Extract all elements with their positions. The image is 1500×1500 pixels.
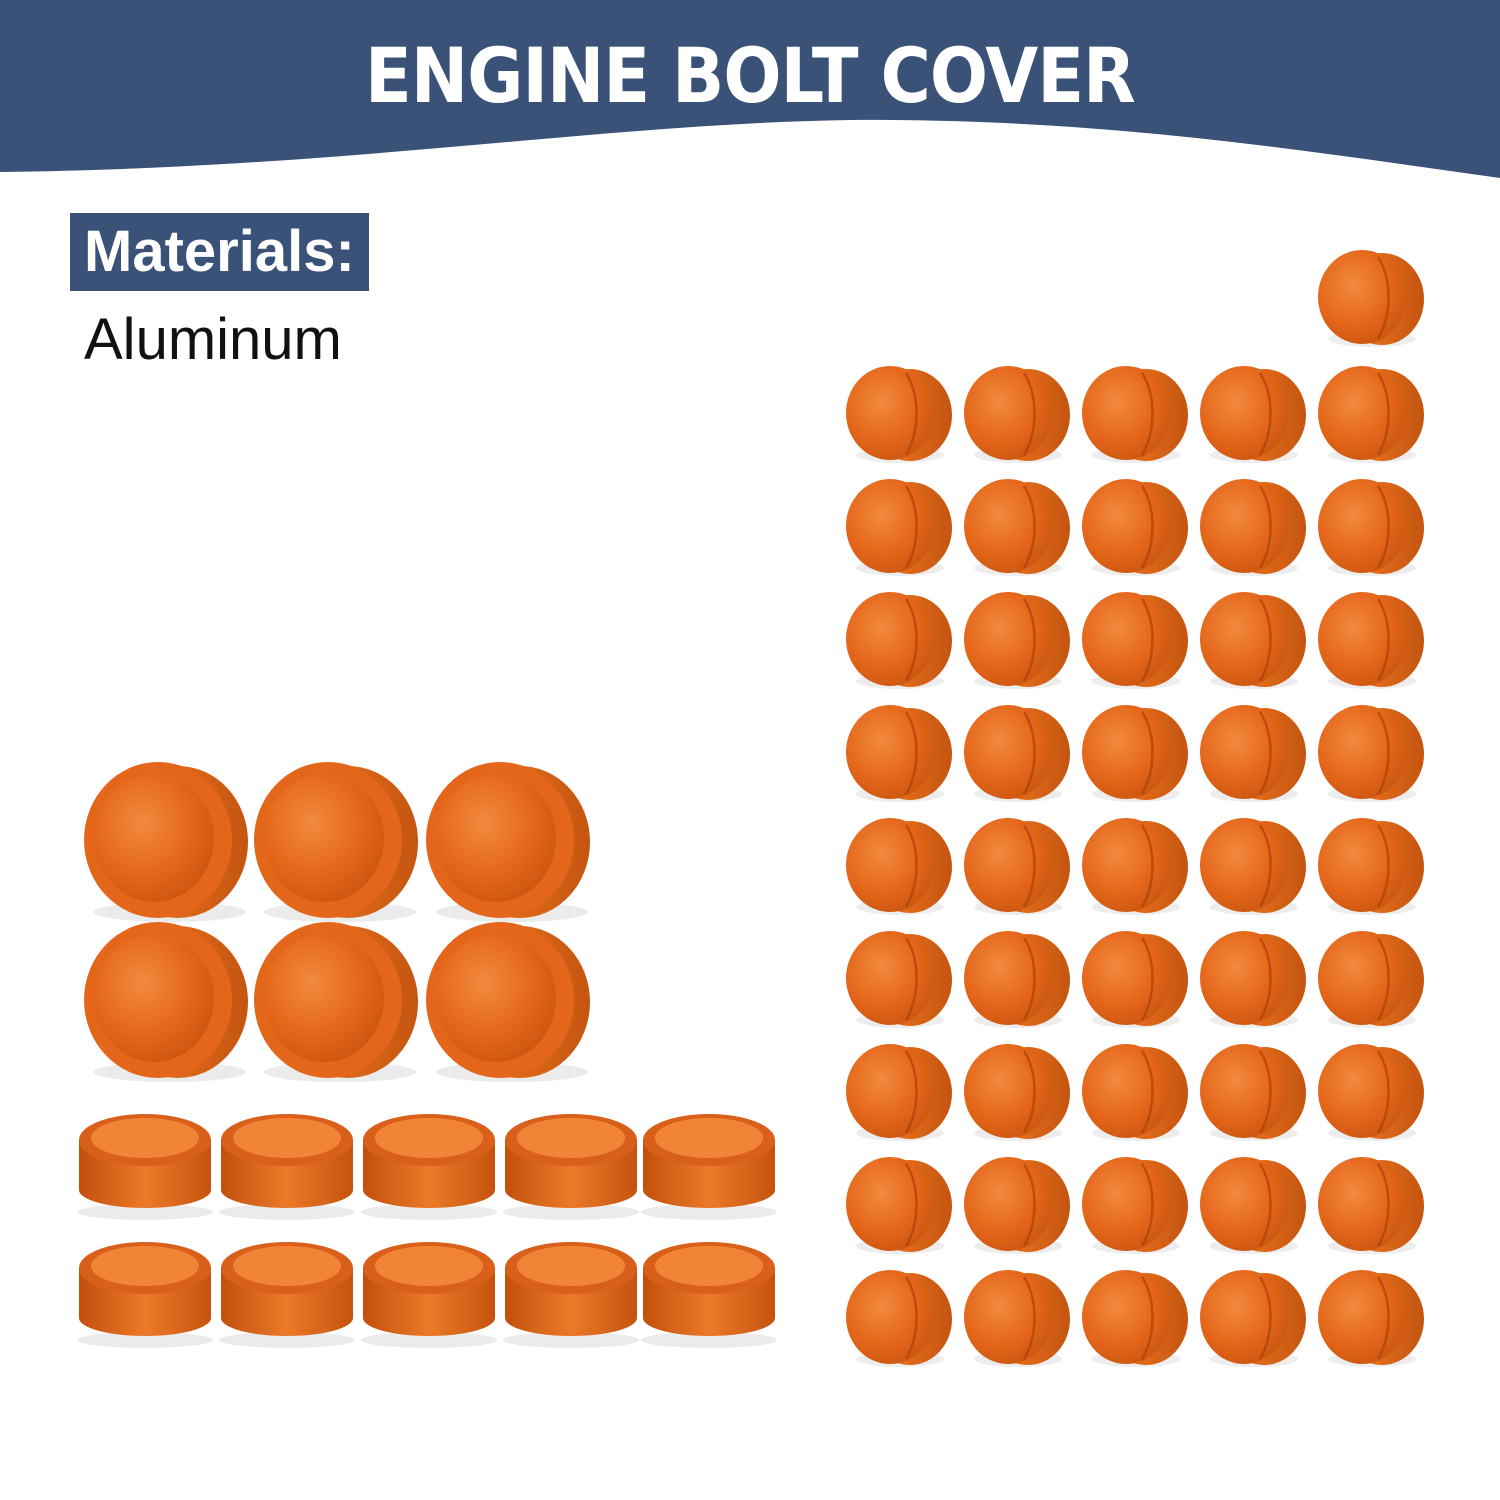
flat-cap-9 bbox=[503, 1242, 639, 1348]
small-cap-37 bbox=[846, 1157, 952, 1254]
flat-cap-6 bbox=[77, 1242, 213, 1348]
small-cap-13 bbox=[964, 592, 1070, 689]
small-cap-46 bbox=[1318, 1270, 1424, 1367]
small-cap-44 bbox=[1082, 1270, 1188, 1367]
large-cap-4 bbox=[84, 922, 248, 1082]
flat-cap-1 bbox=[77, 1114, 213, 1220]
small-cap-18 bbox=[964, 705, 1070, 802]
small-cap-11 bbox=[1318, 479, 1424, 576]
small-cap-14 bbox=[1082, 592, 1188, 689]
small-cap-41 bbox=[1318, 1157, 1424, 1254]
small-cap-29 bbox=[1082, 931, 1188, 1028]
flat-cap-8 bbox=[361, 1242, 497, 1348]
page-title: ENGINE BOLT COVER bbox=[365, 31, 1136, 120]
flat-cap-5 bbox=[641, 1114, 777, 1220]
flat-cap-2 bbox=[219, 1114, 355, 1220]
small-cap-34 bbox=[1082, 1044, 1188, 1141]
small-cap-35 bbox=[1200, 1044, 1306, 1141]
small-cap-31 bbox=[1318, 931, 1424, 1028]
header-banner bbox=[0, 0, 1500, 178]
small-cap-33 bbox=[964, 1044, 1070, 1141]
small-cap-6 bbox=[1318, 366, 1424, 463]
small-cap-21 bbox=[1318, 705, 1424, 802]
small-cap-19 bbox=[1082, 705, 1188, 802]
small-cap-7 bbox=[846, 479, 952, 576]
small-cap-2 bbox=[846, 366, 952, 463]
small-cap-9 bbox=[1082, 479, 1188, 576]
large-cap-6 bbox=[426, 922, 590, 1082]
small-cap-39 bbox=[1082, 1157, 1188, 1254]
small-cap-10 bbox=[1200, 479, 1306, 576]
small-cap-22 bbox=[846, 818, 952, 915]
small-cap-30 bbox=[1200, 931, 1306, 1028]
small-cap-16 bbox=[1318, 592, 1424, 689]
small-cap-15 bbox=[1200, 592, 1306, 689]
small-cap-38 bbox=[964, 1157, 1070, 1254]
small-cap-4 bbox=[1082, 366, 1188, 463]
small-cap-3 bbox=[964, 366, 1070, 463]
small-cap-5 bbox=[1200, 366, 1306, 463]
small-cap-24 bbox=[1082, 818, 1188, 915]
small-cap-42 bbox=[846, 1270, 952, 1367]
large-cap-2 bbox=[254, 762, 418, 922]
small-cap-23 bbox=[964, 818, 1070, 915]
small-cap-8 bbox=[964, 479, 1070, 576]
small-cap-17 bbox=[846, 705, 952, 802]
large-cap-1 bbox=[84, 762, 248, 922]
small-cap-28 bbox=[964, 931, 1070, 1028]
small-cap-43 bbox=[964, 1270, 1070, 1367]
small-cap-25 bbox=[1200, 818, 1306, 915]
small-cap-45 bbox=[1200, 1270, 1306, 1367]
flat-cap-10 bbox=[641, 1242, 777, 1348]
materials-value: Aluminum bbox=[84, 307, 342, 372]
small-cap-36 bbox=[1318, 1044, 1424, 1141]
small-cap-1 bbox=[1318, 250, 1424, 347]
large-cap-3 bbox=[426, 762, 590, 922]
small-cap-12 bbox=[846, 592, 952, 689]
small-cap-26 bbox=[1318, 818, 1424, 915]
flat-cap-4 bbox=[503, 1114, 639, 1220]
flat-cap-3 bbox=[361, 1114, 497, 1220]
large-cap-5 bbox=[254, 922, 418, 1082]
small-cap-20 bbox=[1200, 705, 1306, 802]
materials-label: Materials: bbox=[70, 213, 369, 291]
small-cap-32 bbox=[846, 1044, 952, 1141]
flat-cap-7 bbox=[219, 1242, 355, 1348]
small-cap-27 bbox=[846, 931, 952, 1028]
small-cap-40 bbox=[1200, 1157, 1306, 1254]
